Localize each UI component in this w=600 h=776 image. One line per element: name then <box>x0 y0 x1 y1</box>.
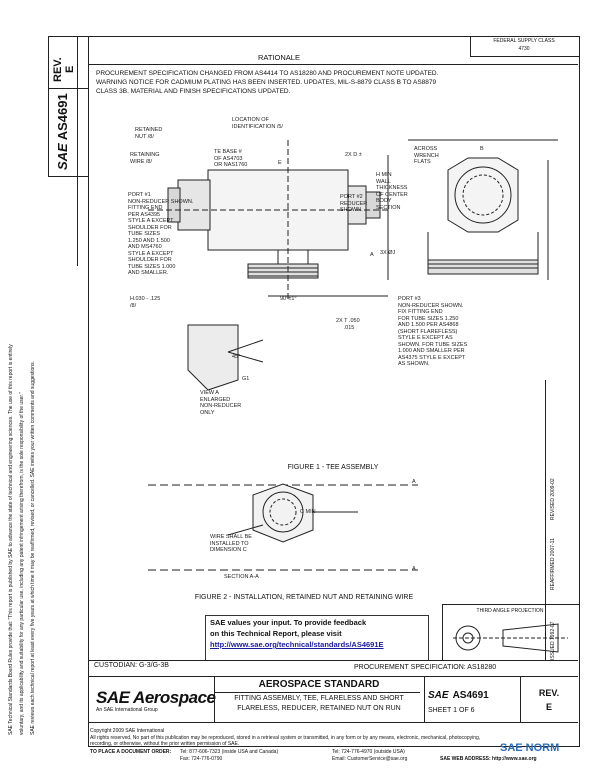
issued-date: ISSUED 1992-07 <box>550 621 556 660</box>
sheet-number: SHEET 1 OF 6 <box>428 707 475 714</box>
order-label: TO PLACE A DOCUMENT ORDER: <box>90 749 172 755</box>
label-location-id: LOCATION OF IDENTIFICATION /5/ <box>232 117 283 130</box>
label-e-dim: E <box>278 160 282 166</box>
sae-mark: SAE <box>55 143 70 170</box>
web-address: SAE WEB ADDRESS: http://www.sae.org <box>440 756 537 762</box>
doc-title-line2: FLARELESS, REDUCER, RETAINED NUT ON RUN <box>237 705 401 712</box>
label-h-dim: H.030 - .125 /8/ <box>130 296 161 309</box>
title-block-top <box>88 660 578 661</box>
label-45deg: 45° <box>232 354 241 360</box>
rev-value-top: E <box>64 65 76 73</box>
left-column-divider-2 <box>48 176 88 177</box>
rev-value-bottom: E <box>545 702 552 712</box>
label-section: SECTION A-A <box>224 574 259 580</box>
fsc-label: FEDERAL SUPPLY CLASS <box>493 38 555 44</box>
sae-aerospace-logo: SAE Aerospace <box>96 688 216 707</box>
feedback-box: SAE values your input. To provide feedba… <box>205 615 429 661</box>
reaffirmed-date: REAFFIRMED 2007-11 <box>550 538 556 590</box>
right-margin-line <box>545 380 546 660</box>
rights-2: recording, or otherwise, without the pri… <box>90 741 240 747</box>
label-port1: PORT #1 NON-REDUCER SHOWN. FITTING END P… <box>128 192 194 276</box>
label-d-dim: 2X D ± <box>345 152 362 158</box>
margin-text-1: SAE Technical Standards Board Rules prov… <box>8 344 14 735</box>
doc-number-text: AS4691 <box>452 690 489 701</box>
label-g-dim: G1 <box>242 376 250 382</box>
rights-1: All rights reserved. No part of this pub… <box>90 735 481 741</box>
title-block-bottom <box>88 722 578 723</box>
doc-title-line1: FITTING ASSEMBLY, TEE, FLARELESS AND SHO… <box>234 695 404 702</box>
label-c-min: C MIN <box>300 509 316 515</box>
order-tel: Tel: 877-606-7323 (inside USA and Canada… <box>180 749 279 755</box>
brand-subtitle: An SAE International Group <box>96 707 158 713</box>
label-a-top: A <box>412 479 416 485</box>
aerospace-standard-label: AEROSPACE STANDARD <box>258 679 380 690</box>
label-port2: PORT #2 REDUCER SHOWN. <box>340 194 368 213</box>
tee-assembly-drawing <box>148 139 558 391</box>
label-3x-j: 3X ØJ <box>380 250 396 256</box>
feedback-line1: SAE values your input. To provide feedba… <box>210 618 367 627</box>
label-angle: 90°±1° <box>280 296 297 302</box>
drawing-frame <box>88 36 580 747</box>
left-column-outer <box>48 36 49 176</box>
label-wire-note: WIRE SHALL BE INSTALLED TO DIMENSION C <box>210 534 252 553</box>
order-tel2: Tel: 724-776-4970 (outside USA) <box>332 749 405 755</box>
left-column-top <box>48 36 88 37</box>
rationale-divider <box>88 64 578 65</box>
rev-label-bottom: REV. <box>538 688 560 698</box>
sae-mark-small: SAE <box>428 690 449 701</box>
rev-label-top: REV. <box>52 57 64 82</box>
revised-date: REVISED 2009-02 <box>550 478 556 520</box>
label-retained-nut: RETAINED NUT /8/ <box>135 127 163 140</box>
rationale-title: RATIONALE <box>258 53 300 62</box>
rationale-text-2: WARNING NOTICE FOR CADMIUM PLATING HAS B… <box>96 79 437 86</box>
rationale-text-3: CLASS 3B. MATERIAL AND FINISH SPECIFICAT… <box>96 88 291 95</box>
third-angle-box <box>442 604 579 661</box>
title-block-row <box>88 676 578 677</box>
label-a-bottom: A <box>412 566 416 572</box>
fsc-box <box>470 36 579 57</box>
label-retaining-wire: RETAINING WIRE /8/ <box>130 152 160 165</box>
projection-symbol-icon <box>453 623 568 653</box>
feedback-link[interactable]: http://www.sae.org/technical/standards/A… <box>210 640 384 649</box>
title-block-split-2 <box>424 676 425 722</box>
figure2-title: FIGURE 2 - INSTALLATION, RETAINED NUT AN… <box>194 594 414 601</box>
procurement-spec: PROCUREMENT SPECIFICATION: AS18280 <box>354 664 497 671</box>
feedback-line2: on this Technical Report, please visit <box>210 629 342 638</box>
custodian: CUSTODIAN: G-3/G-3B <box>94 662 169 669</box>
title-block-split-1 <box>214 676 215 722</box>
label-2x-t: 2X T .050 .015 <box>336 318 360 331</box>
left-column-divider <box>48 88 88 89</box>
label-min-wall: H MIN WALL THICKNESS OF CENTER BODY SECT… <box>376 172 408 211</box>
label-across-flats: ACROSS WRENCH FLATS <box>414 146 439 165</box>
label-port3: PORT #3 NON-REDUCER SHOWN. FIX FITTING E… <box>398 296 468 367</box>
label-b-dim: B <box>480 146 484 152</box>
rationale-text-1: PROCUREMENT SPECIFICATION CHANGED FROM A… <box>96 70 439 77</box>
title-block-split-3 <box>520 676 521 722</box>
label-a-dim: A <box>370 252 374 258</box>
margin-text-2: voluntary, and its applicability and sui… <box>19 392 25 735</box>
doc-id-vertical: SAE AS4691 <box>55 93 70 170</box>
margin-text-3: SAE reviews each technical report at lea… <box>30 361 36 735</box>
label-te-base: TE BASE # OF AS4703 OR NAS1760 <box>214 149 248 168</box>
fsc-number: 4730 <box>518 46 530 52</box>
watermark-logo: SAE NORM <box>500 742 560 754</box>
title-block-inner <box>214 692 420 693</box>
installation-drawing <box>148 483 418 571</box>
order-fax: Fax: 724-776-0790 <box>180 756 223 762</box>
figure1-title: FIGURE 1 - TEE ASSEMBLY <box>287 464 379 471</box>
left-column-line <box>77 36 78 266</box>
third-angle-label: THIRD ANGLE PROJECTION <box>476 608 544 614</box>
label-view-a: VIEW A ENLARGED NON-REDUCER ONLY <box>200 390 242 416</box>
doc-id-vertical-number: AS4691 <box>55 93 70 141</box>
copyright: Copyright 2009 SAE International <box>90 728 165 734</box>
order-email: Email: CustomerService@sae.org <box>332 756 408 762</box>
